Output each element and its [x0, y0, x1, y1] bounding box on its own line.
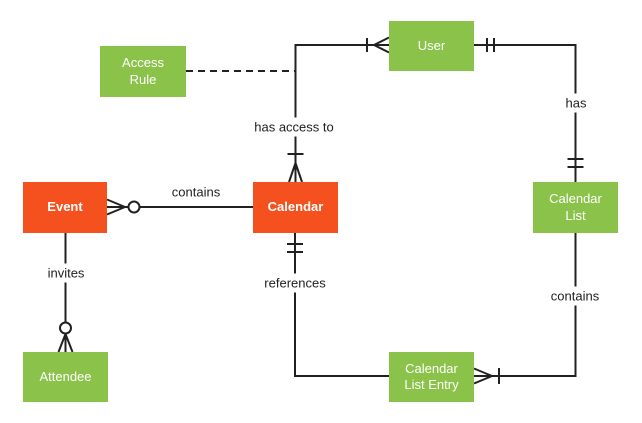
entity-label: User — [417, 37, 446, 53]
exactly-one-ticks-icon — [567, 158, 584, 168]
entity-access-rule: Access Rule — [100, 46, 186, 97]
edge-label-invites: invites — [42, 263, 90, 283]
edge-event-contains-calendar — [106, 198, 253, 216]
edge-calendar-has-access-to-user — [287, 36, 390, 183]
crow-foot-icon — [373, 36, 390, 54]
entity-event: Event — [23, 182, 107, 233]
edge-user-has-calendar-list — [474, 38, 584, 182]
crow-foot-icon — [473, 367, 493, 385]
edge-calendar-references-entry — [287, 233, 389, 377]
edge-calendar-list-contains-entry — [473, 233, 577, 385]
exactly-one-ticks-icon — [287, 243, 303, 253]
edge-label-has-access-to: has access to — [249, 117, 339, 137]
edge-line — [474, 44, 577, 182]
entity-label: Calendar — [267, 199, 324, 215]
entity-user: User — [389, 21, 474, 71]
entity-calendar-list-entry: Calendar List Entry — [389, 352, 474, 402]
edge-label-references: references — [259, 273, 331, 293]
entity-label: Access Rule — [122, 55, 164, 87]
edge-line — [294, 233, 389, 377]
crow-foot-icon — [288, 162, 303, 183]
crow-foot-icon — [57, 333, 74, 353]
entity-label: Calendar List — [549, 191, 602, 223]
edge-label-has: has — [560, 93, 592, 113]
entity-label: Calendar List Entry — [404, 360, 459, 392]
entity-label: Attendee — [39, 368, 92, 384]
exactly-one-ticks-icon — [486, 38, 495, 52]
entity-calendar: Calendar — [253, 182, 338, 233]
edge-line — [294, 44, 389, 182]
edge-label-contains-event-calendar: contains — [166, 182, 226, 202]
entity-attendee: Attendee — [23, 352, 108, 402]
zero-cardinality-circle-icon — [59, 321, 72, 335]
edge-event-invites-attendee — [57, 233, 74, 353]
entity-label: Event — [47, 199, 83, 215]
edge-line — [474, 233, 577, 377]
edge-label-contains-calendar-list: contains — [545, 286, 605, 306]
entity-calendar-list: Calendar List — [533, 182, 618, 233]
crow-foot-icon — [106, 198, 126, 216]
zero-cardinality-circle-icon — [127, 200, 141, 214]
